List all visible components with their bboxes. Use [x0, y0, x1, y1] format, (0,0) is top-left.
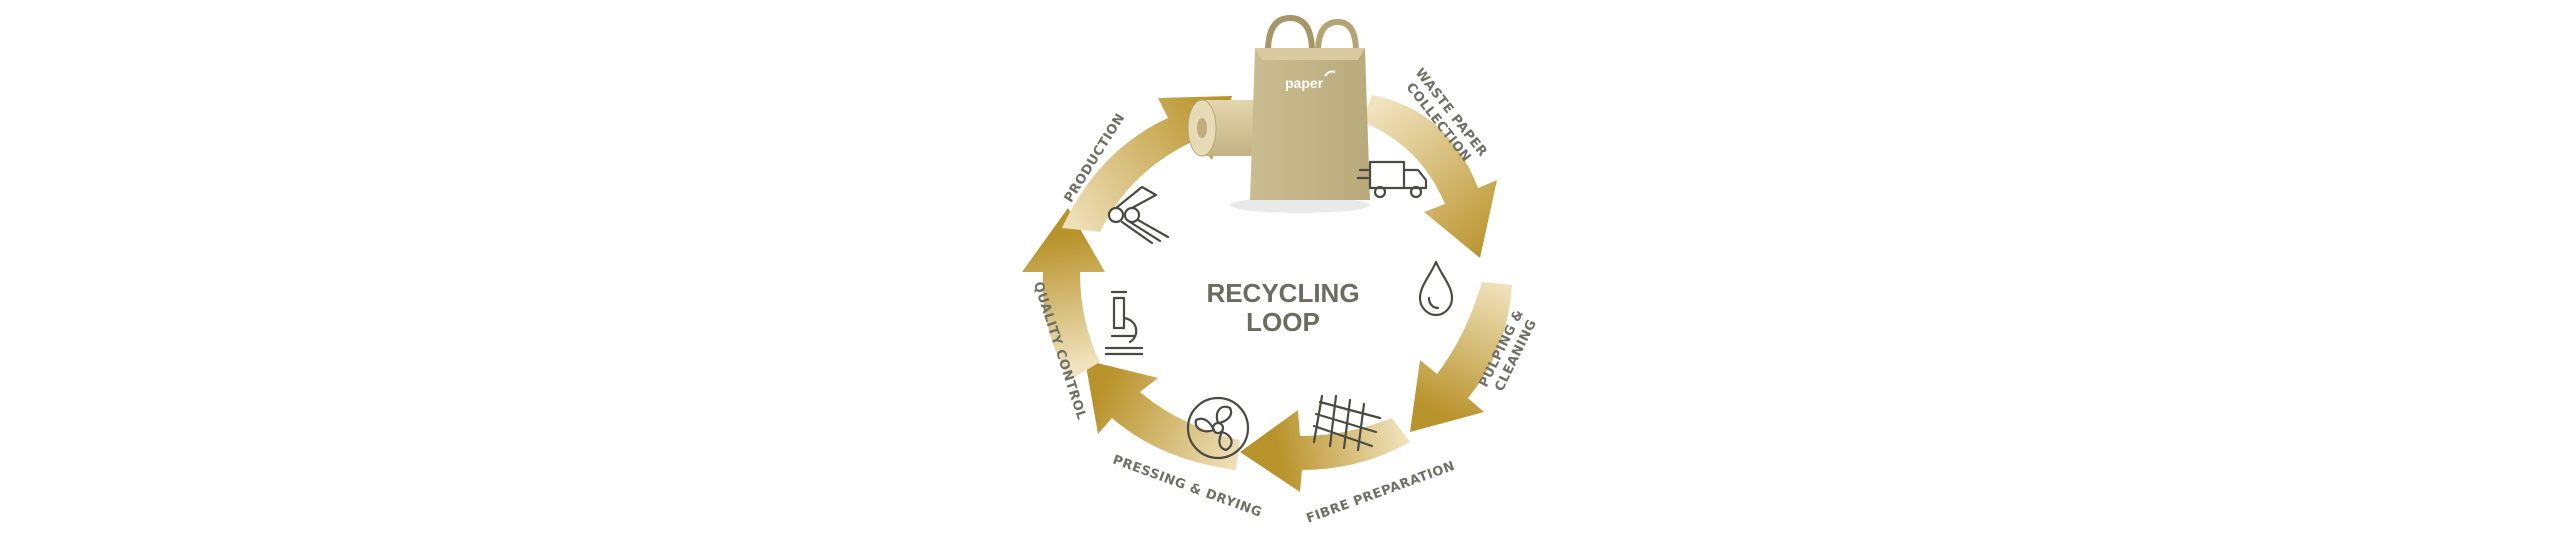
rollers-icon	[1107, 185, 1170, 245]
center-title-line2: LOOP	[1246, 307, 1320, 337]
truck-icon	[1356, 160, 1428, 199]
bag-logo-mark	[1324, 70, 1336, 77]
arrow-segment-fibre	[1240, 410, 1410, 492]
svg-text:FIBRE PREPARATION: FIBRE PREPARATION	[1304, 459, 1457, 527]
microscope-icon	[1104, 290, 1144, 356]
arrow-segment-collection	[1362, 95, 1497, 258]
label-pressing-drying: PRESSING & DRYING	[1111, 453, 1264, 521]
arrow-segment-pulping	[1410, 282, 1512, 432]
label-fibre-preparation: FIBRE PREPARATION	[1304, 459, 1457, 527]
bag-handle	[1265, 14, 1315, 53]
fan-icon	[1186, 396, 1250, 460]
arrow-segment-pressing	[1085, 360, 1240, 470]
bag-brand-text: paper	[1285, 75, 1324, 91]
paper-bag-illustration: paper	[1187, 14, 1370, 213]
water-drop-icon	[1418, 260, 1454, 317]
arrow-segment-quality	[1022, 208, 1105, 380]
fibre-mesh-icon	[1312, 394, 1382, 452]
bag-handle	[1315, 18, 1359, 53]
center-title-line1: RECYCLING	[1206, 278, 1359, 308]
svg-text:PRESSING & DRYING: PRESSING & DRYING	[1111, 453, 1264, 521]
